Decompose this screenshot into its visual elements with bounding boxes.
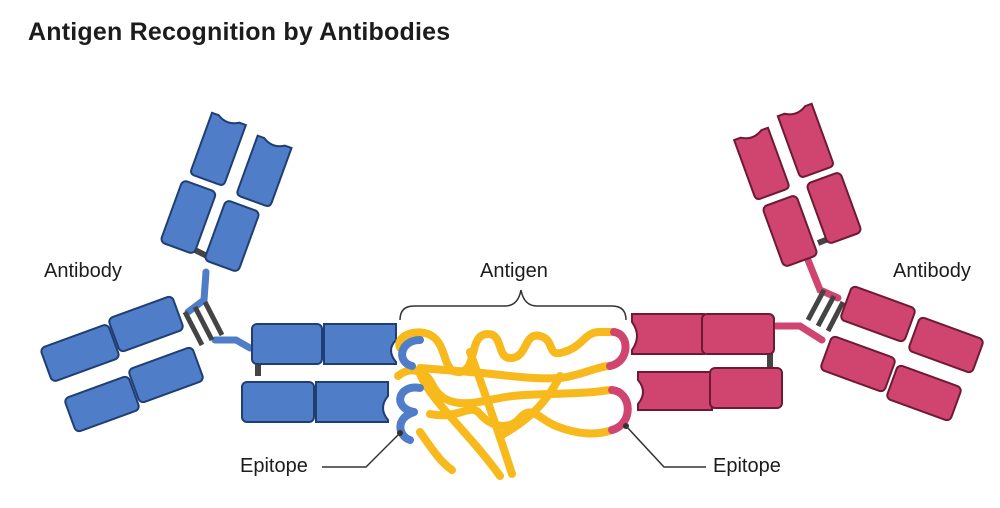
antibody-right-binding-arm	[631, 313, 783, 411]
antigen-label: Antigen	[480, 260, 548, 282]
epitope-right-segment	[606, 328, 630, 370]
antigen-bracket	[399, 289, 627, 321]
epitope-left-leader	[322, 432, 401, 468]
epitope-left-segment	[398, 336, 424, 370]
diagram-title: Antigen Recognition by Antibodies	[28, 18, 451, 46]
epitope-left-marker	[397, 430, 403, 436]
antibody-left-label: Antibody	[44, 260, 122, 282]
antibody-right-upper-arm	[732, 102, 862, 267]
antibody-left-upper-arm	[160, 111, 293, 272]
epitope-right-label: Epitope	[713, 455, 781, 477]
antigen	[394, 328, 632, 480]
antibody-right-label: Antibody	[893, 260, 971, 282]
antibody-right	[631, 102, 984, 422]
antibody-left-outer-arm	[40, 295, 204, 433]
epitope-right-leader	[625, 425, 706, 468]
antibody-right-outer-arm	[820, 285, 984, 422]
antibody-left-binding-arm	[241, 323, 397, 423]
epitope-right-marker	[623, 423, 629, 429]
antibody-left	[40, 111, 397, 433]
epitope-left-label: Epitope	[240, 455, 308, 477]
